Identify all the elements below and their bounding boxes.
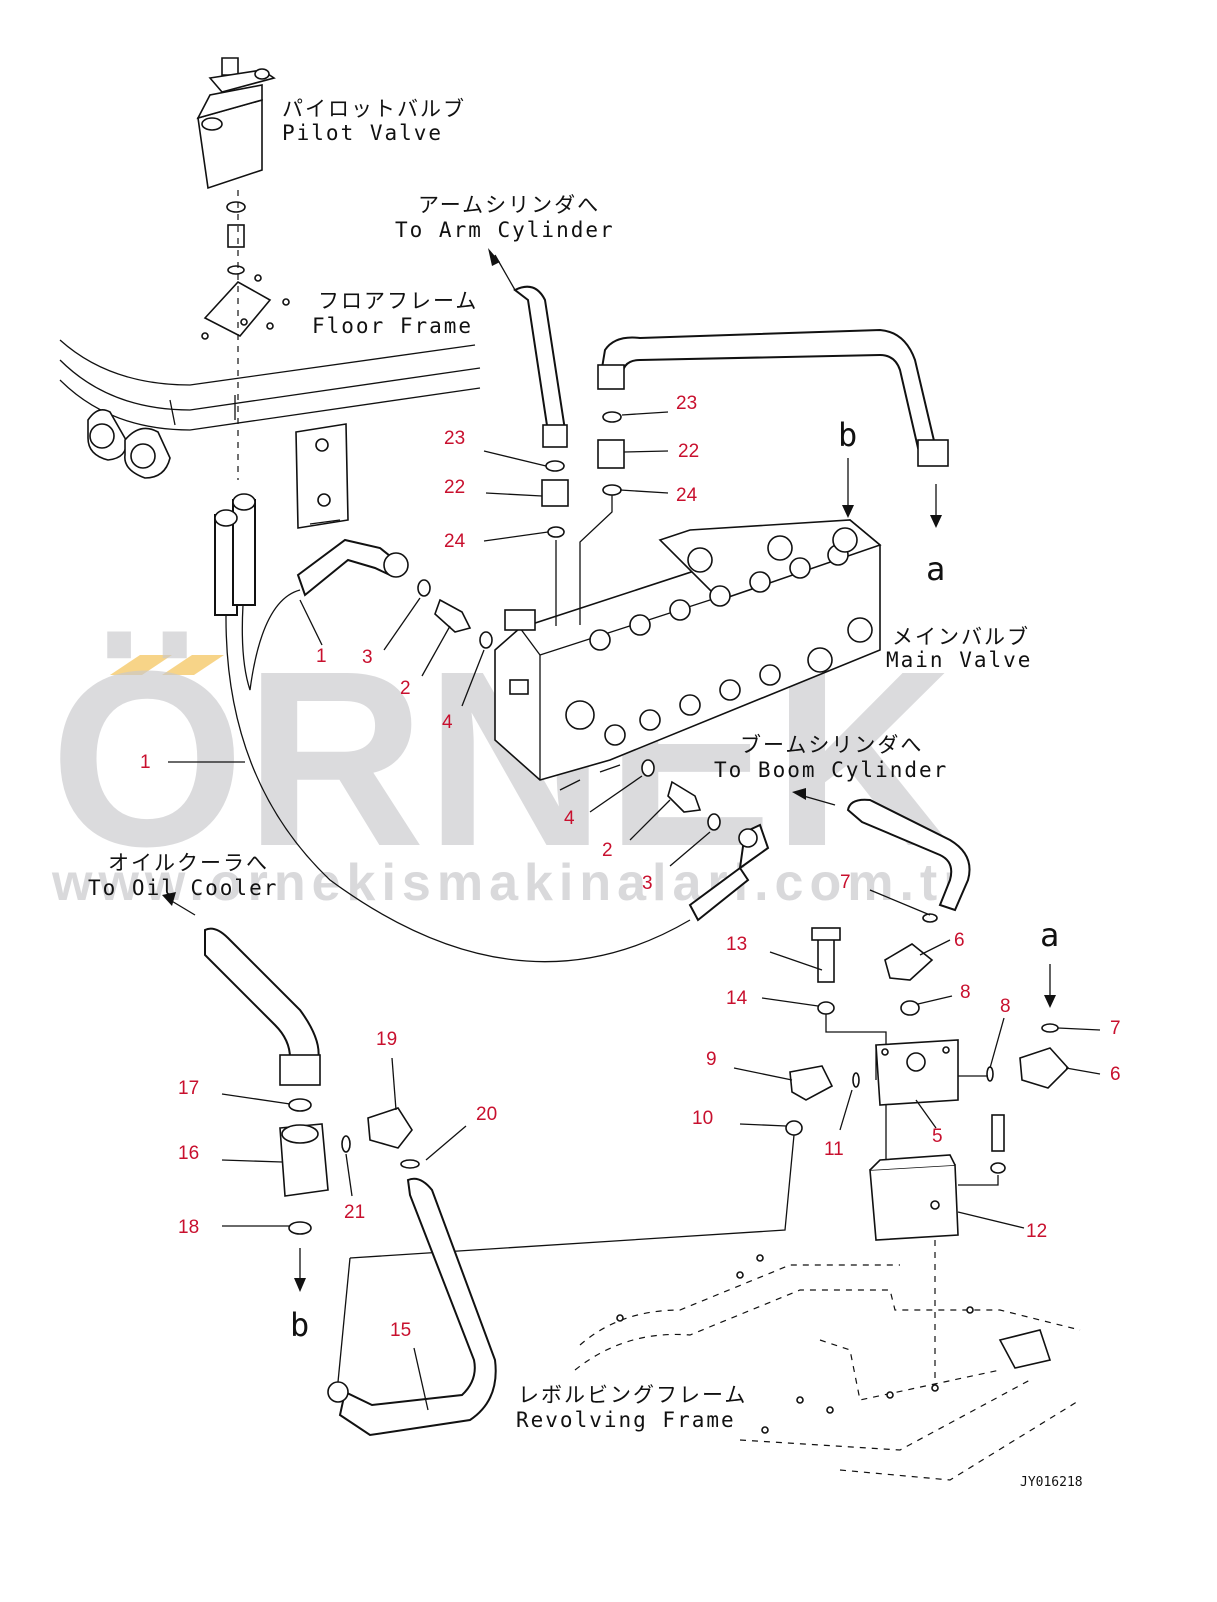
- letter-b-top: b: [838, 416, 857, 454]
- part-number: 1: [140, 752, 151, 773]
- part-number: 6: [1110, 1064, 1121, 1085]
- pilot-valve-drawing: [196, 57, 290, 480]
- part-number: 20: [476, 1104, 497, 1125]
- part-numbers: 1 3 2 4 1 4 2 3 23 22 24 23 22 24 7 6 13…: [140, 393, 1121, 1341]
- part-number: 10: [692, 1108, 713, 1129]
- relief-block-drawing: [349, 913, 1070, 1392]
- part-number: 19: [376, 1029, 397, 1050]
- part-number: 8: [1000, 996, 1011, 1017]
- part-number: 3: [362, 647, 373, 668]
- part-number: 13: [726, 934, 747, 955]
- part-number: 24: [444, 531, 466, 552]
- revolving-frame-en-label: Revolving Frame: [516, 1408, 736, 1432]
- fittings-group-a: [417, 579, 721, 831]
- part-number: 22: [678, 441, 699, 462]
- part-number: 12: [1026, 1221, 1047, 1242]
- part-number: 5: [932, 1126, 943, 1147]
- pilot-valve-jp-label: パイロットバルブ: [282, 97, 466, 121]
- part-number: 1: [316, 646, 327, 667]
- boom-cylinder-jp-label: ブームシリンダへ: [740, 733, 923, 757]
- main-valve-jp-label: メインバルブ: [892, 625, 1030, 649]
- oil-cooler-hose-drawing: [162, 892, 497, 1437]
- oil-cooler-jp-label: オイルクーラへ: [108, 851, 269, 875]
- letter-b-bottom: b: [290, 1306, 309, 1344]
- boom-cylinder-en-label: To Boom Cylinder: [714, 758, 948, 782]
- boom-cylinder-hose-drawing: [792, 788, 971, 912]
- arm-cylinder-hose-drawing: [488, 248, 949, 626]
- floor-frame-en-label: Floor Frame: [312, 314, 473, 338]
- part-number: 9: [706, 1049, 717, 1070]
- watermark-url: www.ornekismakinalari.com.tr: [51, 854, 969, 912]
- part-number: 4: [564, 808, 575, 829]
- part-number: 18: [178, 1217, 199, 1238]
- watermark-accent-left: [110, 655, 172, 675]
- letter-a-right: a: [1040, 916, 1059, 954]
- drawing-code: JY016218: [1020, 1475, 1083, 1490]
- part-number: 4: [442, 712, 453, 733]
- hose-1-drawing: [214, 493, 770, 963]
- part-number: 24: [676, 485, 698, 506]
- part-number: 14: [726, 988, 748, 1009]
- part-number: 15: [390, 1320, 411, 1341]
- part-number: 22: [444, 477, 465, 498]
- revolving-frame-drawing: [574, 1254, 1081, 1481]
- part-number: 2: [400, 678, 411, 699]
- letter-a-top: a: [926, 550, 945, 588]
- pilot-valve-en-label: Pilot Valve: [282, 121, 443, 145]
- floor-frame-jp-label: フロアフレーム: [318, 289, 478, 313]
- part-number: 7: [1110, 1018, 1121, 1039]
- part-number: 2: [602, 840, 613, 861]
- main-valve-en-label: Main Valve: [886, 648, 1032, 672]
- main-valve-drawing: [494, 519, 882, 791]
- part-number: 7: [840, 872, 851, 893]
- part-number: 23: [676, 393, 697, 414]
- arm-cylinder-jp-label: アームシリンダへ: [418, 193, 600, 217]
- part-number: 21: [344, 1202, 365, 1223]
- leader-lines: [168, 411, 1101, 1411]
- part-number: 6: [954, 930, 965, 951]
- floor-frame-drawing: [59, 339, 481, 529]
- arm-cylinder-en-label: To Arm Cylinder: [395, 218, 615, 242]
- part-number: 3: [642, 873, 653, 894]
- part-number: 17: [178, 1078, 199, 1099]
- part-number: 8: [960, 982, 971, 1003]
- text-labels: パイロットバルブ Pilot Valve アームシリンダへ To Arm Cyl…: [88, 97, 1083, 1490]
- watermark-accent-right: [162, 655, 224, 675]
- revolving-frame-jp-label: レボルビングフレーム: [518, 1383, 747, 1407]
- part-number: 23: [444, 428, 465, 449]
- part-number: 11: [824, 1139, 844, 1160]
- oil-cooler-en-label: To Oil Cooler: [88, 876, 278, 900]
- part-number: 16: [178, 1143, 199, 1164]
